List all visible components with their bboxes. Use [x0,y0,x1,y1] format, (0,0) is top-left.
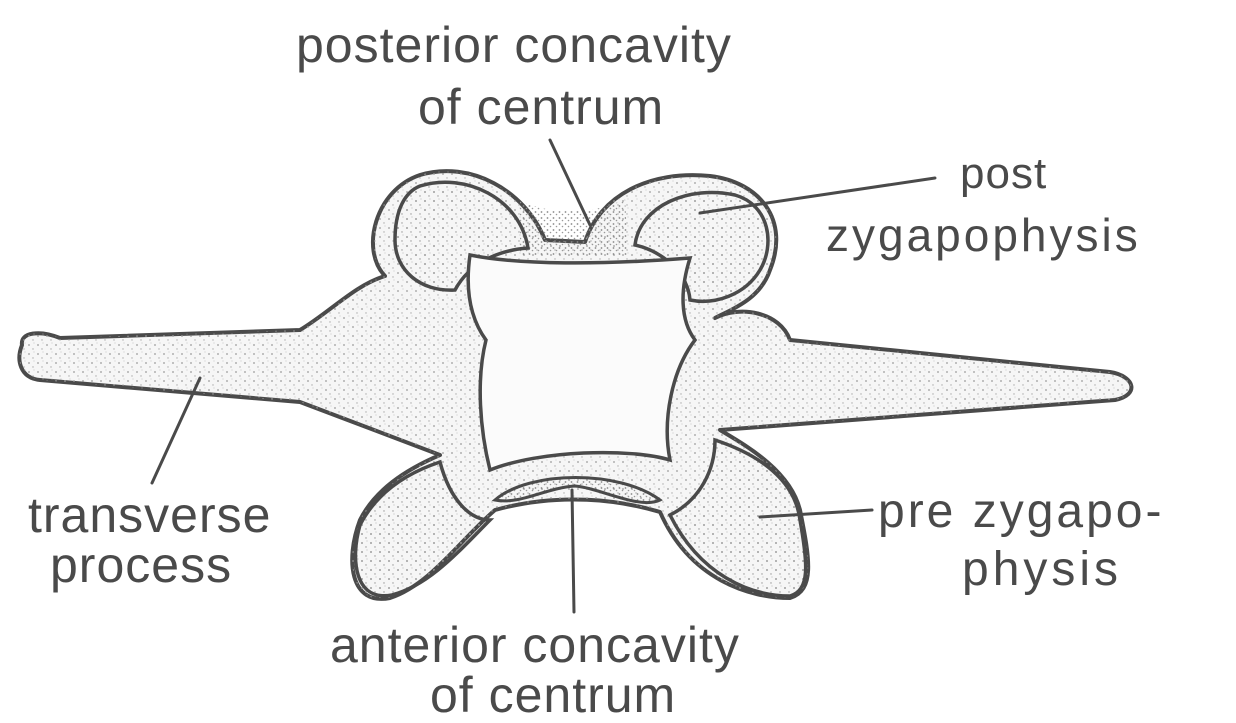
pre-zygapophysis-label-line1: pre zygapo- [878,488,1164,536]
anterior-concavity-leader [572,490,574,612]
transverse-process-label-line1: transverse [28,490,271,540]
posterior-concavity-label-line2: of centrum [418,82,664,132]
posterior-concavity-label-line1: posterior concavity [296,20,732,70]
pre-zygapophysis-label-line2: physis [962,546,1122,594]
anterior-concavity-label-line2: of centrum [430,670,676,720]
centrum-shape [468,255,695,470]
transverse-process-leader [152,378,200,483]
posterior-concavity-shading [520,198,628,255]
post-zygapophysis-label-line2: zygapophysis [826,212,1141,258]
post-zygapophysis-label-line1: post [960,152,1047,196]
transverse-process-label-line2: process [50,540,232,590]
anterior-concavity-label-line1: anterior concavity [330,620,740,670]
